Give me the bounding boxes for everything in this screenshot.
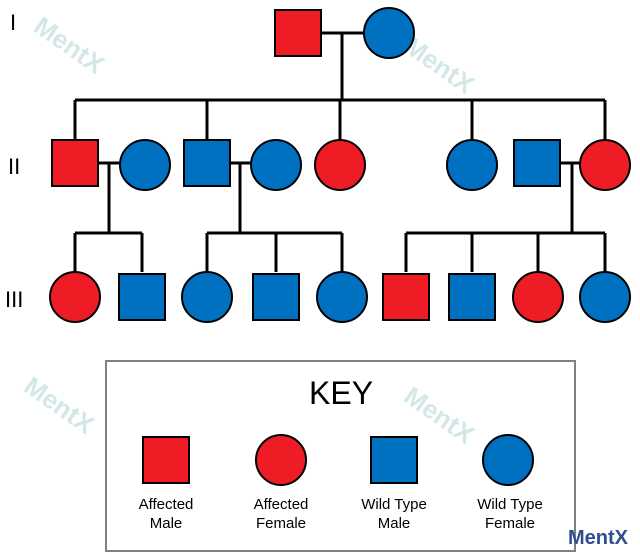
key-label-line: Male (149, 515, 183, 532)
key-title: KEY (309, 375, 374, 411)
brand-watermark: MentX (568, 527, 628, 549)
individual-II-1-male (51, 139, 99, 187)
generation-label-1: I (10, 10, 17, 35)
individual-II-2-female (119, 139, 171, 191)
individual-II-8-female (579, 139, 631, 191)
key-box (105, 360, 576, 552)
key-wild-type-male-symbol (370, 436, 418, 484)
individual-II-5-female (314, 139, 366, 191)
key-label-line: Wild Type (361, 496, 427, 513)
individual-III-2-male (118, 273, 166, 321)
key-wild-type-female-symbol (482, 434, 534, 486)
individual-III-3-female (181, 271, 233, 323)
key-label-line: Female (484, 515, 536, 532)
key-affected-female-symbol (255, 434, 307, 486)
key-label-line: Female (255, 515, 307, 532)
individual-II-6-female (446, 139, 498, 191)
individual-III-7-male (448, 273, 496, 321)
individual-I-2-female (363, 7, 415, 59)
individual-III-9-female (579, 271, 631, 323)
generation-1 (73, 7, 607, 140)
key-affected-male-symbol (142, 436, 190, 484)
individual-III-1-female (49, 271, 101, 323)
individual-II-4-female (250, 139, 302, 191)
individual-II-3-male (183, 139, 231, 187)
generation-2 (51, 139, 631, 272)
individual-II-7-male (513, 139, 561, 187)
key-label-line: Affected (253, 496, 309, 513)
key-label-wild-type-female: Wild Type Female (455, 495, 565, 533)
key-label-line: Affected (138, 496, 194, 513)
key-label-line: Male (377, 515, 411, 532)
individual-III-8-female (512, 271, 564, 323)
individual-III-4-male (252, 273, 300, 321)
key-label-affected-male: Affected Male (111, 495, 221, 533)
key-label-wild-type-male: Wild Type Male (339, 495, 449, 533)
individual-I-1-male (274, 9, 322, 57)
key-label-affected-female: Affected Female (226, 495, 336, 533)
key-label-line: Wild Type (477, 496, 543, 513)
generation-label-3: III (5, 287, 24, 312)
individual-III-6-male (382, 273, 430, 321)
generation-label-2: II (8, 154, 21, 179)
individual-III-5-female (316, 271, 368, 323)
generation-3 (49, 271, 631, 323)
